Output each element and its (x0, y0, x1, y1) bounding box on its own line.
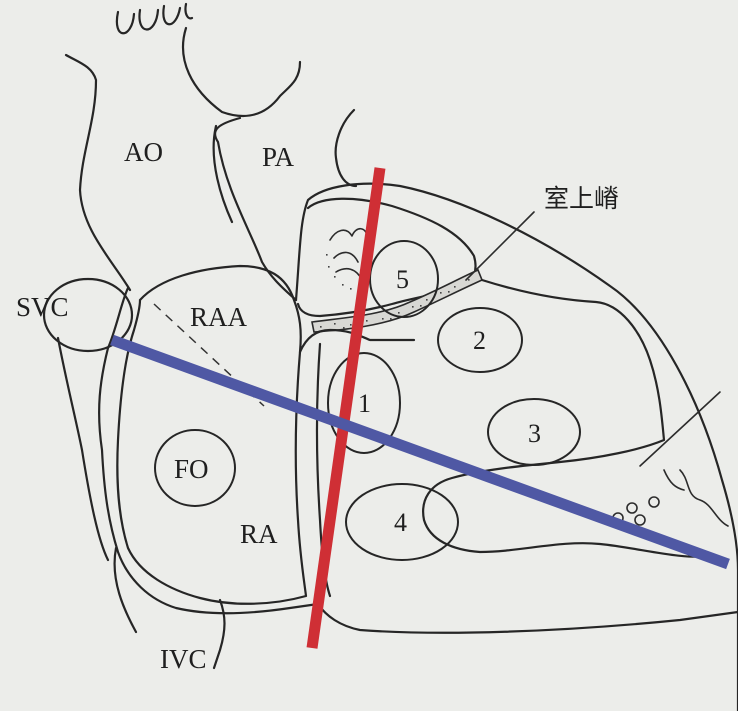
label-ivc: IVC (160, 644, 207, 674)
crest-stipple (320, 279, 470, 329)
label-fo: FO (174, 454, 209, 484)
pa-right-wall (334, 108, 358, 188)
right-atrium-outer-wall (98, 286, 320, 615)
septal-wall (298, 328, 416, 354)
region-label-4: 4 (394, 508, 407, 537)
ivc-left-wall (113, 546, 138, 634)
region-label-3: 3 (528, 419, 541, 448)
region-label-2: 2 (473, 326, 486, 355)
red-section-line (306, 167, 386, 649)
label-pa: PA (262, 142, 295, 172)
apex-trabeculae (663, 469, 729, 527)
region-4-outline (345, 483, 459, 561)
crest-leader-line (465, 211, 535, 281)
region-5-outline (369, 240, 439, 318)
label-supraventricular-crest: 室上嵴 (544, 184, 619, 213)
label-ao: AO (124, 137, 163, 167)
pa-inner-wall (212, 124, 234, 224)
ventricle-outer-wall (294, 182, 738, 711)
ivc-right-wall (212, 598, 226, 670)
valve-stipple (326, 254, 352, 290)
region-3-outline (487, 398, 581, 466)
trabecula-dot-2 (626, 502, 638, 514)
label-raa: RAA (190, 302, 248, 332)
label-ra: RA (240, 519, 278, 549)
region-label-5: 5 (396, 265, 409, 294)
trabecula-dot-4 (634, 514, 646, 526)
right-edge-leader-line (639, 391, 721, 467)
label-svc: SVC (16, 292, 69, 322)
blue-section-line (110, 334, 730, 570)
region-2-outline (437, 307, 523, 373)
region-1-outline (327, 352, 401, 454)
trabecula-dot-3 (648, 496, 660, 508)
outflow-tract-wall (296, 197, 477, 318)
region-label-1: 1 (358, 389, 371, 418)
aorta-right-wall (181, 26, 302, 117)
svc-vessel (42, 277, 134, 353)
svc-lower-wall (56, 336, 110, 562)
pa-left-wall (213, 116, 298, 302)
right-ventricle-trabecular-wall (422, 278, 714, 558)
ventricle-bottom-wall (316, 602, 738, 634)
fossa-ovalis-outline (154, 429, 236, 507)
top-squiggle (115, 2, 194, 35)
right-atrium-inner-wall (116, 264, 308, 605)
aorta-left-wall (64, 53, 132, 292)
